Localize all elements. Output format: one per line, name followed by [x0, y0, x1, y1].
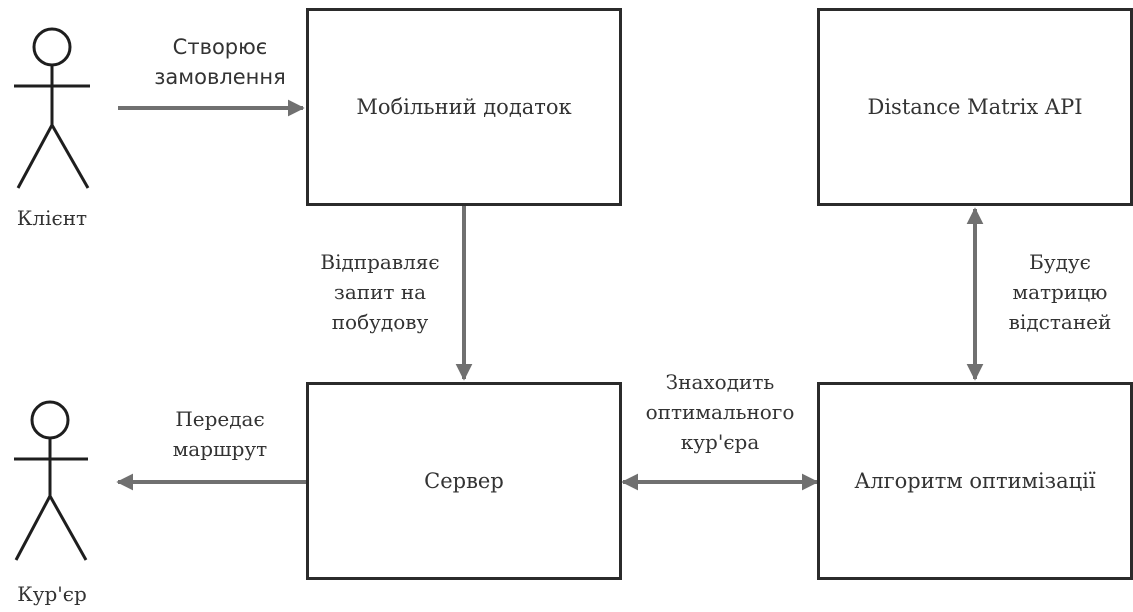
- client-actor-name: Клієнт: [16, 206, 88, 230]
- optimization-algorithm-label: Алгоритм оптимізації: [854, 469, 1096, 493]
- mobile-app-label: Мобільний додаток: [356, 95, 572, 119]
- courier-actor-icon: [14, 400, 88, 561]
- distance-matrix-api-label: Distance Matrix API: [867, 95, 1083, 119]
- optimization-algorithm-box: Алгоритм оптимізації: [817, 382, 1133, 580]
- client-actor-icon: [14, 27, 90, 189]
- server-label: Сервер: [424, 469, 504, 493]
- courier-actor-name: Кур'єр: [17, 582, 87, 606]
- server-box: Сервер: [306, 382, 622, 580]
- edge-label-api-algorithm: Будує матрицю відстаней: [1008, 250, 1112, 334]
- mobile-app-box: Мобільний додаток: [306, 8, 622, 206]
- edge-label-server-to-courier: Передає маршрут: [172, 407, 268, 461]
- edge-label-client-to-app: Створює замовлення: [154, 35, 286, 89]
- edge-label-app-to-server: Відправляє запит на побудову: [320, 250, 440, 334]
- edge-label-server-algorithm: Знаходить оптимального кур'єра: [645, 370, 795, 454]
- distance-matrix-api-box: Distance Matrix API: [817, 8, 1133, 206]
